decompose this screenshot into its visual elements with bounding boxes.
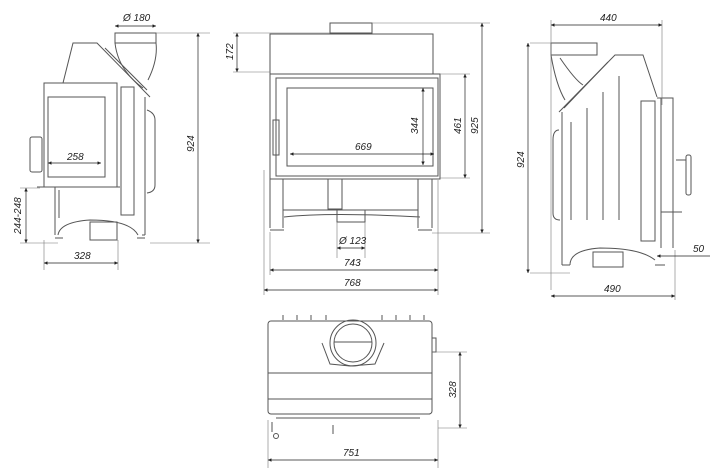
front-glass-height-label: 344 (410, 117, 421, 134)
left-glass-width-label: 258 (66, 152, 84, 163)
left-side-view: Ø 180 924 258 244-248 328 (13, 13, 210, 270)
right-hood (558, 54, 658, 113)
front-hood (269, 33, 434, 75)
right-depth-label: 490 (604, 284, 621, 295)
left-height-label: 924 (186, 135, 197, 152)
front-door-handle (272, 119, 280, 156)
front-flue (329, 22, 373, 34)
left-flue-diameter-label: Ø 180 (122, 13, 151, 24)
flue-bracket (321, 342, 385, 367)
door-frame (43, 82, 118, 188)
top-view: 328 751 (267, 315, 467, 468)
hood (62, 42, 151, 98)
left-depth-label: 328 (74, 251, 91, 262)
top-flue-circle (329, 319, 377, 367)
side-column (120, 86, 135, 216)
right-door-handle (685, 154, 692, 196)
front-height-label: 925 (470, 117, 481, 134)
front-view: 172 669 344 461 925 Ø 123 743 768 (225, 22, 490, 295)
left-base-height-label: 244-248 (13, 197, 24, 235)
top-depth-label: 328 (448, 381, 459, 398)
right-door-column (640, 100, 656, 242)
door-handle (29, 136, 43, 173)
front-door (269, 73, 441, 180)
front-glass-width-label: 669 (355, 142, 372, 153)
right-side-view: 440 924 490 50 (516, 13, 710, 300)
right-height-label: 924 (516, 151, 527, 168)
right-flue (550, 42, 598, 56)
front-leg-span-label: 743 (344, 258, 361, 269)
top-body (267, 320, 433, 415)
flue-collar (114, 32, 157, 44)
right-flue-offset-label: 440 (600, 13, 617, 24)
front-inlet-diameter-label: Ø 123 (338, 236, 367, 247)
flue-elbow (114, 42, 157, 89)
top-width-label: 751 (343, 448, 360, 459)
door-glass (47, 96, 106, 178)
front-door-height-label: 461 (453, 117, 464, 134)
right-door-offset-label: 50 (693, 244, 705, 255)
front-glass (286, 87, 434, 167)
front-top-height-label: 172 (225, 43, 236, 60)
front-width-label: 768 (344, 278, 361, 289)
